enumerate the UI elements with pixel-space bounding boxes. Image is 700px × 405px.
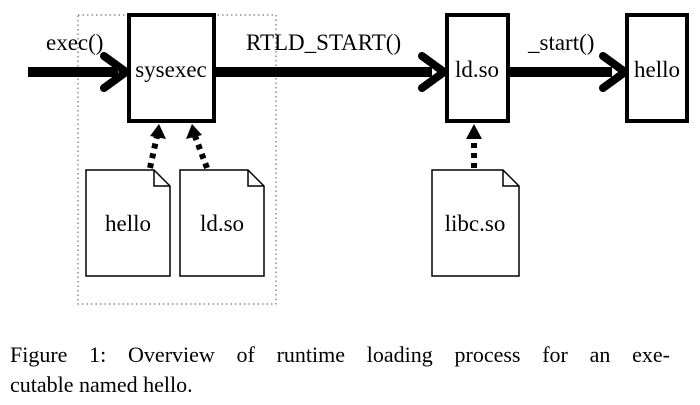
hello-file-label: hello: [105, 211, 151, 236]
hello-file-icon: hello: [85, 169, 171, 277]
libc-file-icon: libc.so: [431, 169, 520, 277]
libc-file-dependency-arrow: [466, 124, 482, 168]
ldso-box: ld.so: [445, 13, 510, 123]
rtld-start-label: RTLD_START(): [246, 30, 401, 55]
figure-caption: Figure 1: Overview of runtime loading pr…: [10, 340, 670, 400]
exec-arrowhead: [100, 52, 130, 92]
ldso-file-label: ld.so: [200, 211, 244, 236]
rtld-start-arrowhead: [418, 52, 448, 92]
caption-line-1: Figure 1: Overview of runtime loading pr…: [10, 342, 670, 367]
exec-label: exec(): [46, 30, 103, 55]
hello-box-label: hello: [634, 57, 680, 82]
runtime-loading-diagram: exec() RTLD_START() _start() sysexec ld.…: [28, 13, 689, 305]
ldso-box-label: ld.so: [455, 57, 499, 82]
start-label: _start(): [527, 30, 594, 55]
ldso-file-icon: ld.so: [179, 169, 265, 277]
hello-box: hello: [625, 13, 689, 123]
hello-file-dependency-arrow: [147, 124, 166, 169]
sysexec-box: sysexec: [127, 13, 216, 123]
libc-file-label: libc.so: [445, 211, 506, 236]
sysexec-box-label: sysexec: [135, 57, 207, 82]
caption-line-2: cutable named hello.: [10, 372, 193, 397]
ldso-file-dependency-arrow: [186, 124, 210, 170]
